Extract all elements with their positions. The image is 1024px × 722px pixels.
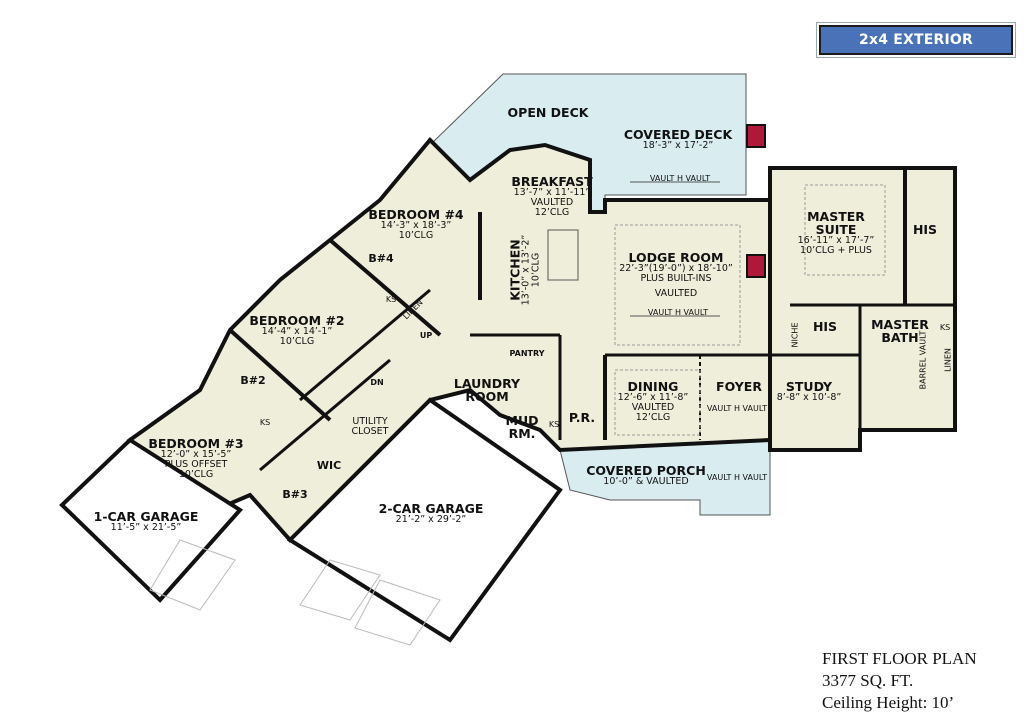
room-bath-3: B#3 <box>282 488 308 501</box>
fireplace-covered-deck <box>746 124 766 148</box>
covered-porch-area <box>559 439 771 516</box>
ks-2-label: KS <box>259 418 271 427</box>
stairs-up-label: UP <box>419 331 433 340</box>
plan-ceiling: Ceiling Height: 10’ <box>822 693 955 712</box>
room-bath-4: B#4 <box>368 252 394 265</box>
ks-4-label: KS <box>385 295 397 304</box>
barrel-vault-note: BARREL VAULT <box>918 330 928 390</box>
room-his-small: HIS <box>812 319 838 334</box>
fireplace-lodge-room <box>746 254 766 278</box>
room-his-closet: HIS <box>912 222 938 237</box>
two-car-garage-area <box>286 397 563 643</box>
foyer-vault-note: VAULT H VAULT <box>706 404 768 413</box>
pantry-label: PANTRY <box>509 349 545 358</box>
lodge-vault-note: VAULT H VAULT <box>647 308 709 317</box>
covered-deck-vault-note: VAULT H VAULT <box>649 174 711 183</box>
room-bath-2: B#2 <box>240 374 266 387</box>
room-powder: P.R. <box>568 410 596 425</box>
house-main-body <box>126 137 957 543</box>
plan-info-block: FIRST FLOOR PLAN 3377 SQ. FT. Ceiling He… <box>822 648 977 714</box>
linen-master-label: LINEN <box>943 348 953 372</box>
porch-vault-note: VAULT H VAULT <box>706 473 768 482</box>
plan-title: FIRST FLOOR PLAN <box>822 649 977 668</box>
framing-badge: 2x4 EXTERIOR FRAMING <box>819 25 1013 74</box>
one-car-garage-area <box>59 437 244 603</box>
room-open-deck: OPEN DECK <box>507 105 589 120</box>
room-wic: WIC <box>316 459 342 472</box>
room-foyer: FOYER <box>716 379 762 394</box>
ks-mud-label: KS <box>548 420 560 429</box>
stairs-down-label: DN <box>370 378 384 387</box>
ks-master-label: KS <box>939 323 951 332</box>
plan-area: 3377 SQ. FT. <box>822 671 914 690</box>
niche-label: NICHE <box>790 322 800 348</box>
